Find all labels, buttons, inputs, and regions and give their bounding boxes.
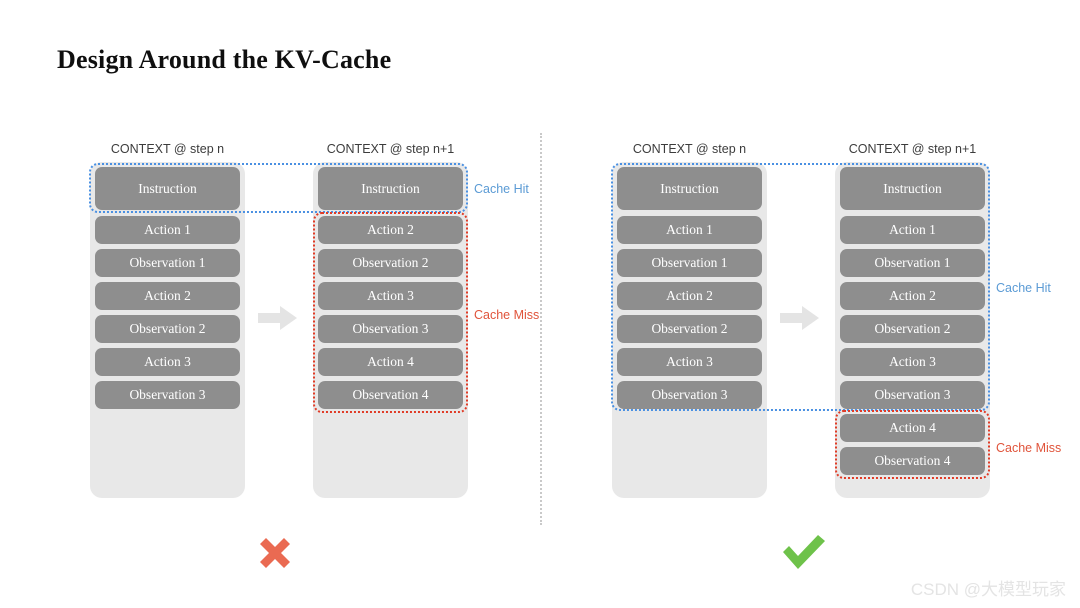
left-before-context-label: CONTEXT @ step n xyxy=(110,142,225,156)
chip-action-1[interactable]: Action 1 xyxy=(840,216,985,244)
cross-mark-icon xyxy=(248,530,302,584)
chip-observation-3[interactable]: Observation 3 xyxy=(95,381,240,409)
chip-action-2[interactable]: Action 2 xyxy=(617,282,762,310)
chip-action-4[interactable]: Action 4 xyxy=(318,348,463,376)
chip-observation-4[interactable]: Observation 4 xyxy=(318,381,463,409)
chip-action-3[interactable]: Action 3 xyxy=(318,282,463,310)
chip-observation-1[interactable]: Observation 1 xyxy=(95,249,240,277)
chip-observation-2[interactable]: Observation 2 xyxy=(617,315,762,343)
watermark: CSDN @大模型玩家 xyxy=(910,580,1066,599)
chip-action-3[interactable]: Action 3 xyxy=(95,348,240,376)
right-cache-miss-label: Cache Miss xyxy=(996,441,1062,455)
chip-action-1[interactable]: Action 1 xyxy=(95,216,240,244)
chip-observation-2[interactable]: Observation 2 xyxy=(318,249,463,277)
chip-instruction[interactable]: Instruction xyxy=(840,167,985,210)
chip-action-3[interactable]: Action 3 xyxy=(840,348,985,376)
chip-observation-3[interactable]: Observation 3 xyxy=(840,381,985,409)
chip-action-3[interactable]: Action 3 xyxy=(617,348,762,376)
chip-action-1[interactable]: Action 1 xyxy=(617,216,762,244)
chip-action-2[interactable]: Action 2 xyxy=(95,282,240,310)
left-cache-hit-label: Cache Hit xyxy=(474,182,529,196)
chip-action-2[interactable]: Action 2 xyxy=(840,282,985,310)
flow-arrow-icon xyxy=(780,305,820,331)
chip-observation-4[interactable]: Observation 4 xyxy=(840,447,985,475)
chip-action-4[interactable]: Action 4 xyxy=(840,414,985,442)
chip-observation-2[interactable]: Observation 2 xyxy=(840,315,985,343)
chip-observation-3[interactable]: Observation 3 xyxy=(617,381,762,409)
chip-action-2[interactable]: Action 2 xyxy=(318,216,463,244)
chip-observation-1[interactable]: Observation 1 xyxy=(617,249,762,277)
chip-observation-2[interactable]: Observation 2 xyxy=(95,315,240,343)
chip-observation-1[interactable]: Observation 1 xyxy=(840,249,985,277)
section-divider xyxy=(540,133,542,525)
right-cache-hit-label: Cache Hit xyxy=(996,281,1051,295)
chip-instruction[interactable]: Instruction xyxy=(617,167,762,210)
left-cache-miss-label: Cache Miss xyxy=(474,308,540,322)
page-title: Design Around the KV-Cache xyxy=(57,45,392,74)
chip-instruction[interactable]: Instruction xyxy=(95,167,240,210)
right-before-context-label: CONTEXT @ step n xyxy=(632,142,747,156)
chip-observation-3[interactable]: Observation 3 xyxy=(318,315,463,343)
left-after-context-label: CONTEXT @ step n+1 xyxy=(326,142,455,156)
chip-instruction[interactable]: Instruction xyxy=(318,167,463,210)
flow-arrow-icon xyxy=(258,305,298,331)
check-mark-icon xyxy=(777,528,831,582)
right-after-context-label: CONTEXT @ step n+1 xyxy=(848,142,977,156)
